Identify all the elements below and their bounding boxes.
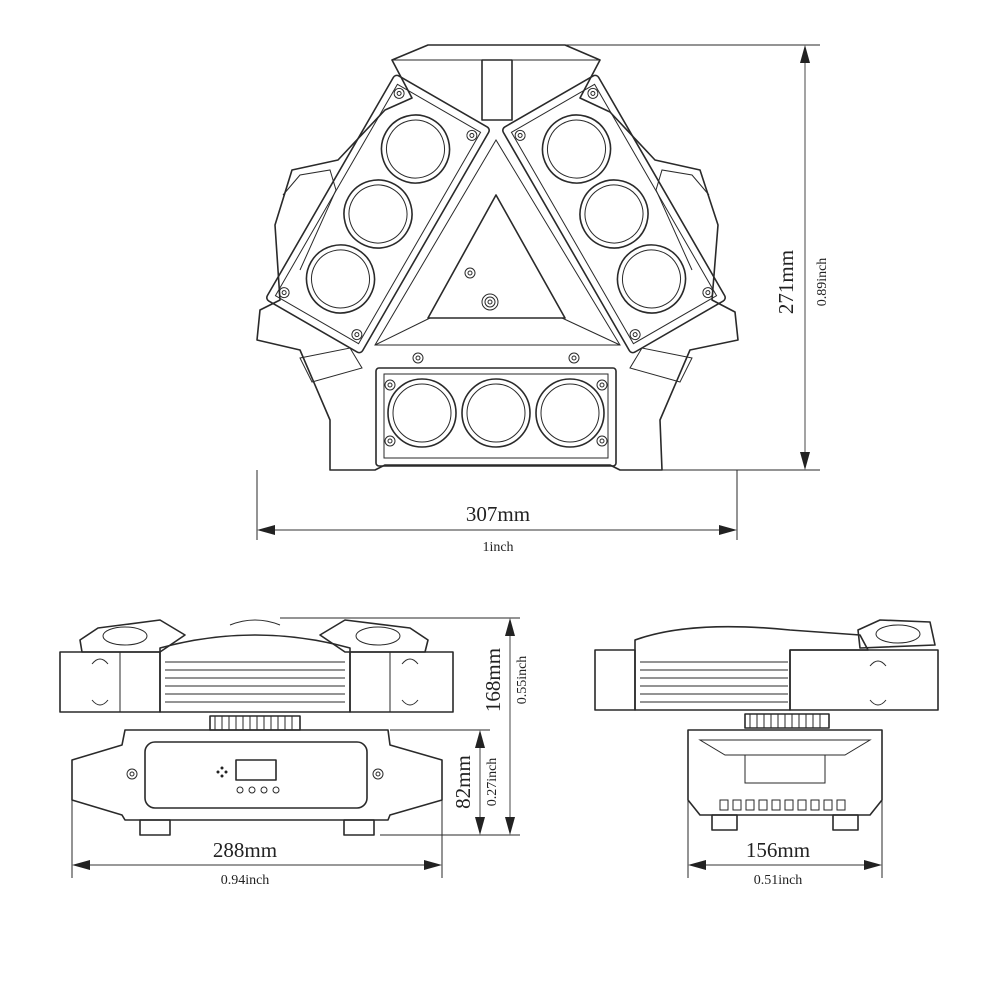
top-height-mm-label: 271mm xyxy=(774,250,798,314)
top-height-inch-label: 0.89inch xyxy=(815,258,830,307)
front-width-dimension: 288mm 0.94inch xyxy=(71,800,443,888)
front-total-height-mm-label: 168mm xyxy=(481,648,505,712)
top-height-dimension: 271mm 0.89inch xyxy=(565,44,830,471)
front-base-height-dimension: 82mm 0.27inch xyxy=(390,729,500,835)
center-triangle xyxy=(427,194,566,319)
top-width-mm-label: 307mm xyxy=(466,502,530,526)
side-width-inch-label: 0.51inch xyxy=(754,873,803,888)
top-width-inch-label: 1inch xyxy=(482,540,513,555)
top-width-dimension: 307mm 1inch xyxy=(256,470,738,555)
front-base-height-inch-label: 0.27inch xyxy=(485,758,500,807)
side-view xyxy=(594,619,939,831)
lcd-display xyxy=(235,759,277,781)
front-total-height-dimension: 168mm 0.55inch xyxy=(280,617,530,836)
bottom-lens-panel xyxy=(375,352,617,467)
left-lens-panel xyxy=(266,74,490,354)
front-base-height-mm-label: 82mm xyxy=(451,755,475,809)
side-width-dimension: 156mm 0.51inch xyxy=(687,800,883,888)
front-view xyxy=(59,619,454,836)
front-total-height-inch-label: 0.55inch xyxy=(515,656,530,705)
top-view-outline xyxy=(256,44,739,471)
top-view xyxy=(256,44,739,471)
side-width-mm-label: 156mm xyxy=(746,838,810,862)
front-width-inch-label: 0.94inch xyxy=(221,873,270,888)
front-width-mm-label: 288mm xyxy=(213,838,277,862)
